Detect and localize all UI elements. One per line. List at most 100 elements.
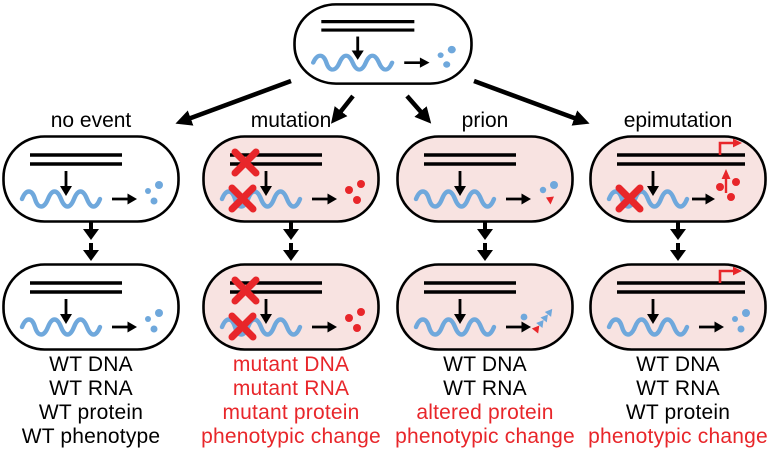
- transcription-arrow-icon: [454, 171, 466, 196]
- rna-mutation-x-icon: [228, 312, 257, 341]
- transcription-arrow-icon: [60, 299, 72, 324]
- outcomes-no-event: WT DNA WT RNA WT protein WT phenotype: [0, 353, 182, 449]
- transcription-arrow-icon: [647, 171, 659, 196]
- rna-icon: [311, 53, 395, 72]
- prion-seed-icon: [546, 196, 554, 205]
- cell-no-event-initial: [2, 135, 180, 223]
- outcome-line: WT phenotype: [21, 425, 161, 448]
- translation-arrow-icon: [312, 321, 337, 333]
- regulatory-protein-icon: [716, 169, 740, 201]
- outcome-line: altered protein: [416, 401, 554, 424]
- outcome-line: phenotypic change: [395, 425, 575, 448]
- translation-arrow-icon: [112, 193, 137, 205]
- translation-arrow-icon: [506, 321, 531, 333]
- dna-icon: [617, 153, 745, 166]
- cell-no-event-inherited: [2, 263, 180, 351]
- dna-icon: [30, 153, 122, 166]
- rna-silencing-x-icon: [615, 184, 644, 213]
- dna-mutation-x-icon: [231, 148, 260, 177]
- translation-arrow-icon: [404, 57, 430, 68]
- protein-dots-icon: [145, 309, 163, 333]
- transcription-arrow-icon: [647, 299, 659, 324]
- protein-to-promoter-arrow-icon: [721, 169, 731, 193]
- outcomes-epimutation: WT DNA WT RNA WT protein phenotypic chan…: [572, 353, 768, 449]
- transcription-arrow-icon: [260, 171, 272, 196]
- branch-arrows: [175, 78, 590, 126]
- outcomes-prion: WT DNA WT RNA altered protein phenotypic…: [380, 353, 590, 449]
- cell-membrane: [396, 263, 574, 351]
- mutant-protein-dots-icon: [345, 180, 365, 204]
- arrow-to-mutation: [330, 94, 355, 124]
- column-label-epimutation: epimutation: [623, 109, 733, 132]
- outcome-line: WT DNA: [636, 353, 720, 376]
- cell-membrane: [589, 263, 767, 351]
- outcome-line: WT protein: [38, 401, 144, 424]
- rna-icon: [219, 189, 303, 209]
- rna-mutation-x-icon: [228, 184, 257, 213]
- outcome-line: mutant protein: [222, 401, 360, 424]
- cell-mutation-initial: [202, 135, 380, 223]
- translation-arrow-icon: [312, 193, 337, 205]
- column-label-no-event: no event: [50, 109, 132, 132]
- cell-membrane: [2, 135, 180, 223]
- outcome-line: WT DNA: [443, 353, 527, 376]
- translation-arrow-icon: [699, 321, 724, 333]
- rna-icon: [413, 317, 497, 337]
- cell-membrane: [396, 135, 574, 223]
- outcome-line: phenotypic change: [588, 425, 768, 448]
- cell-epimutation-inherited: [589, 263, 767, 351]
- transcription-arrow-icon: [454, 299, 466, 324]
- outcome-line: WT RNA: [636, 377, 720, 400]
- inheritance-arrows-prion: [477, 222, 493, 261]
- transcription-arrow-icon: [351, 36, 364, 60]
- promoter-arrow-icon: [718, 266, 742, 283]
- outcome-line: WT protein: [625, 401, 731, 424]
- inheritance-arrows-epimutation: [670, 222, 686, 261]
- arrow-to-prion: [405, 94, 432, 124]
- protein-dots-icon: [145, 181, 163, 205]
- outcome-line: WT RNA: [49, 377, 133, 400]
- rna-icon: [19, 317, 103, 337]
- outcome-line: mutant RNA: [232, 377, 350, 400]
- rna-icon: [19, 189, 103, 209]
- arrow-to-no-event: [175, 78, 292, 126]
- translation-arrow-icon: [692, 193, 715, 205]
- column-label-prion: prion: [461, 109, 509, 132]
- outcome-line: WT RNA: [443, 377, 527, 400]
- dna-icon: [30, 281, 122, 294]
- cell-prion-inherited: [396, 263, 574, 351]
- rna-icon: [606, 317, 690, 337]
- dna-mutation-x-icon: [231, 276, 260, 305]
- protein-dots-icon: [437, 45, 456, 68]
- inheritance-arrows-no-event: [83, 222, 99, 261]
- outcome-line: WT DNA: [49, 353, 133, 376]
- rna-icon: [606, 189, 690, 209]
- protein-dots-icon: [732, 309, 750, 333]
- cell-mutation-inherited: [202, 263, 380, 351]
- outcome-line: mutant DNA: [232, 353, 350, 376]
- root-cell: [293, 3, 473, 85]
- column-label-mutation: mutation: [250, 109, 332, 132]
- prion-aggregate-icon: [520, 308, 553, 334]
- cell-epimutation-initial: [589, 135, 767, 223]
- translation-arrow-icon: [112, 321, 137, 333]
- rna-icon: [413, 189, 497, 209]
- arrow-to-epimutation: [473, 78, 590, 126]
- translation-arrow-icon: [506, 193, 531, 205]
- dna-icon: [321, 20, 415, 32]
- outcomes-mutation: mutant DNA mutant RNA mutant protein phe…: [186, 353, 396, 449]
- dna-icon: [424, 153, 516, 166]
- dna-icon: [617, 281, 745, 294]
- inheritance-arrows-mutation: [283, 222, 299, 261]
- promoter-arrow-icon: [718, 138, 742, 155]
- cell-membrane: [2, 263, 180, 351]
- rna-icon: [219, 317, 303, 337]
- transcription-arrow-icon: [60, 171, 72, 196]
- cell-prion-initial: [396, 135, 574, 223]
- cell-membrane: [293, 3, 473, 85]
- dna-icon: [424, 281, 516, 294]
- transcription-arrow-icon: [260, 299, 272, 324]
- protein-dots-icon: [539, 181, 558, 205]
- outcome-line: phenotypic change: [201, 425, 381, 448]
